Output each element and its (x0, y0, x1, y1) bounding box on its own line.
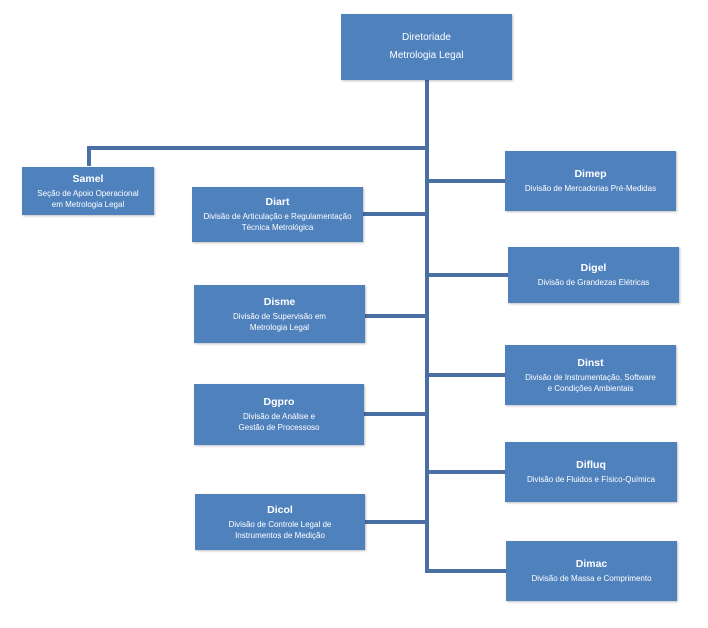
node-dgpro: Dgpro Divisão de Análise e Gestão de Pro… (194, 384, 364, 445)
node-code: Digel (580, 262, 607, 274)
node-digel: Digel Divisão de Grandezas Elétricas (508, 247, 679, 303)
node-diart: Diart Divisão de Articulação e Regulamen… (192, 187, 363, 242)
node-desc: Divisão de Articulação e Regulamentação … (203, 212, 352, 232)
node-desc: Divisão de Grandezas Elétricas (537, 278, 650, 287)
root-line-1: Diretoriade (402, 32, 451, 43)
node-dicol: Dicol Divisão de Controle Legal de Instr… (195, 494, 365, 550)
node-desc: Divisão de Supervisão em Metrologia Lega… (233, 311, 326, 332)
node-desc: Divisão de Fluidos e Físico-Química (526, 475, 656, 484)
node-dinst: Dinst Divisão de Instrumentação, Softwar… (505, 345, 676, 405)
node-desc: Divisão de Controle Legal de Instrumento… (228, 519, 332, 540)
node-code: Diart (265, 196, 290, 208)
node-code: Dinst (577, 356, 604, 369)
node-code: Samel (72, 172, 104, 185)
node-code: Difluq (576, 459, 606, 471)
node-desc: Divisão de Mercadorias Pré-Medidas (524, 184, 657, 193)
root-node-diretoria: Diretoriade Metrologia Legal (341, 14, 512, 80)
node-disme: Disme Divisão de Supervisão em Metrologi… (194, 285, 365, 343)
node-desc: Divisão de Análise e Gestão de Processos… (238, 412, 320, 432)
node-desc: Seção de Apoio Operacional em Metrologia… (37, 188, 139, 209)
node-desc: Divisão de Instrumentação, Software e Co… (525, 372, 656, 393)
node-difluq: Difluq Divisão de Fluidos e Físico-Quími… (505, 442, 677, 502)
node-code: Dimep (574, 168, 607, 180)
node-code: Disme (263, 295, 296, 308)
node-code: Dgpro (263, 396, 295, 408)
node-samel: Samel Seção de Apoio Operacional em Metr… (22, 167, 154, 215)
node-dimac: Dimac Divisão de Massa e Comprimento (506, 541, 677, 601)
node-code: Dimac (575, 558, 608, 570)
node-dimep: Dimep Divisão de Mercadorias Pré-Medidas (505, 151, 676, 211)
node-desc: Divisão de Massa e Comprimento (531, 574, 652, 583)
root-line-2: Metrologia Legal (389, 50, 464, 61)
node-code: Dicol (267, 503, 293, 516)
